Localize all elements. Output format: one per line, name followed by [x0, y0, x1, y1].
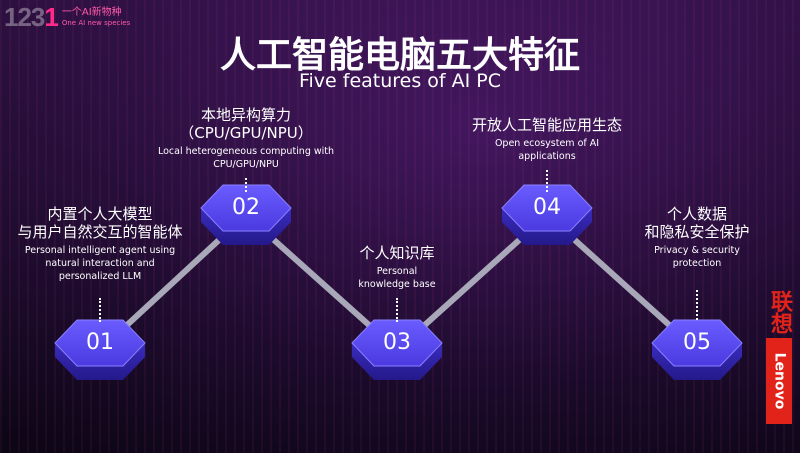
hex-side — [55, 343, 145, 380]
hex-top — [54, 319, 146, 367]
hex-side — [502, 208, 592, 245]
feature-desc-line: Open ecosystem of AI — [494, 138, 600, 149]
feature-desc-line: Personal — [376, 266, 418, 277]
feature-title-cn: 内置个人大模型 — [47, 205, 153, 223]
feature-title-cn: 和隐私安全保护 — [644, 223, 750, 241]
hex-number-04: 04 — [533, 195, 561, 220]
feature-text-03: 个人知识库 Personal knowledge base — [320, 244, 474, 291]
lenovo-name-en: Lenovo — [771, 352, 787, 410]
hex-node-01 — [54, 319, 146, 380]
page-title-en: Five features of AI PC — [298, 70, 502, 92]
hex-number-02: 02 — [232, 195, 260, 220]
feature-title-cn: 个人知识库 — [359, 244, 435, 262]
hex-node-03 — [351, 319, 443, 380]
brand-name-cn: 一个AI新物种 — [61, 6, 122, 18]
feature-desc-line: CPU/GPU/NPU — [213, 159, 279, 170]
feature-text-02: 本地异构算力（CPU/GPU/NPU） Local heterogeneous c… — [150, 106, 342, 171]
feature-desc-en: Personal intelligent agent using natural … — [5, 244, 195, 283]
brand-number-main: 123 — [4, 2, 45, 32]
hex-node-04 — [501, 184, 593, 245]
feature-text-01: 内置个人大模型与用户自然交互的智能体 Personal intelligent a… — [5, 205, 195, 283]
lenovo-logo: 联想 Lenovo — [764, 290, 794, 440]
feature-desc-line: Local heterogeneous computing with — [157, 146, 335, 157]
hex-number-01: 01 — [86, 330, 114, 355]
brand-logo: 1231 一个AI新物种 One AI new species — [4, 4, 130, 30]
hex-node-02 — [200, 184, 292, 245]
brand-number: 1231 — [4, 2, 59, 32]
hex-top — [501, 184, 593, 232]
hex-side — [652, 343, 742, 380]
hex-number-03: 03 — [383, 330, 411, 355]
feature-desc-en: Personal knowledge base — [320, 265, 474, 291]
hex-side — [201, 208, 291, 245]
page-title-cn: 人工智能电脑五大特征 — [219, 35, 580, 76]
dotted-leader-02 — [245, 178, 247, 192]
feature-desc-line: applications — [518, 151, 576, 162]
hex-top — [651, 319, 743, 367]
hex-number-05: 05 — [683, 330, 711, 355]
hex-top — [200, 184, 292, 232]
feature-desc-line: Personal intelligent agent using — [24, 245, 176, 256]
hex-side — [352, 343, 442, 380]
lenovo-badge: Lenovo — [766, 338, 792, 424]
dotted-leader-03 — [396, 298, 398, 322]
feature-title-cn: 个人数据 — [666, 205, 727, 223]
feature-title-cn: 与用户自然交互的智能体 — [17, 223, 183, 241]
brand-number-accent: 1 — [44, 2, 59, 32]
hex-node-05 — [651, 319, 743, 380]
feature-text-05: 个人数据和隐私安全保护 Privacy & security protection — [620, 205, 774, 270]
dotted-leader-05 — [696, 290, 698, 320]
dotted-leader-04 — [546, 170, 548, 192]
feature-desc-en: Privacy & security protection — [620, 244, 774, 270]
feature-desc-line: knowledge base — [358, 279, 436, 290]
feature-desc-line: Privacy & security — [654, 245, 740, 256]
feature-desc-line: protection — [672, 258, 722, 269]
feature-title-cn: 本地异构算力 — [200, 106, 291, 124]
feature-title-cn: （CPU/GPU/NPU） — [179, 124, 313, 142]
feature-text-04: 开放人工智能应用生态 Open ecosystem of AI applicatio… — [455, 116, 639, 163]
hex-top — [351, 319, 443, 367]
brand-text: 一个AI新物种 One AI new species — [62, 7, 130, 28]
feature-desc-line: natural interaction and — [45, 258, 155, 269]
feature-title-cn: 开放人工智能应用生态 — [471, 116, 622, 134]
feature-desc-line: personalized LLM — [58, 271, 142, 282]
dotted-leader-01 — [99, 298, 101, 322]
feature-desc-en: Open ecosystem of AI applications — [455, 137, 639, 163]
lenovo-name-cn: 联想 — [767, 290, 792, 334]
brand-name-en: One AI new species — [61, 18, 131, 27]
